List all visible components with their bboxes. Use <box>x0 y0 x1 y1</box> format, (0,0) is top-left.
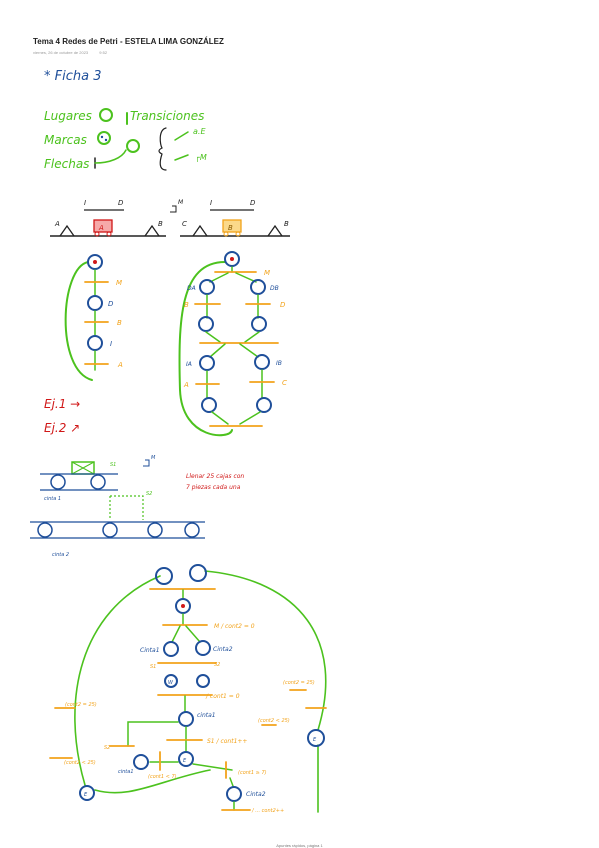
track-1: A B I D A <box>50 199 166 237</box>
svg-text:W: W <box>168 680 174 686</box>
svg-text:(cont2 = 25): (cont2 = 25) <box>65 702 97 708</box>
svg-text:B: B <box>284 220 289 228</box>
svg-text:S2: S2 <box>214 662 220 668</box>
svg-text:C: C <box>282 379 287 387</box>
svg-text:cinta 2: cinta 2 <box>52 552 69 558</box>
svg-text:A: A <box>183 381 189 389</box>
svg-text:(cont2 < 25): (cont2 < 25) <box>258 718 290 724</box>
svg-text:DA: DA <box>187 285 196 292</box>
svg-text:M / cont2 = 0: M / cont2 = 0 <box>214 623 255 630</box>
svg-text:E: E <box>183 758 187 764</box>
legend: Lugares Transiciones Marcas Flechas a.E … <box>44 108 207 171</box>
svg-text:Cinta1: Cinta1 <box>140 647 160 654</box>
svg-text:S2: S2 <box>146 491 152 497</box>
svg-text:M: M <box>178 199 184 206</box>
page-title: Tema 4 Redes de Petri - ESTELA LIMA GONZ… <box>33 37 224 46</box>
svg-text:A: A <box>54 220 60 228</box>
conveyor-diagram: S1 M cinta 1 S2 cinta 2 <box>30 455 205 558</box>
svg-text:D: D <box>118 199 124 207</box>
petri-net-3: M / cont2 = 0 Cinta1 Cinta2 S1 S2 W / co… <box>49 564 327 814</box>
svg-text:IB: IB <box>276 360 282 367</box>
svg-text:A: A <box>98 224 104 232</box>
marked-place-icon <box>97 131 111 145</box>
svg-text:cinta 1: cinta 1 <box>44 496 61 502</box>
svg-text:D: D <box>108 300 114 308</box>
page-meta: viernes, 26 de octubre de 2023 9:52 <box>33 50 117 55</box>
cart-b <box>222 219 242 233</box>
svg-text:DB: DB <box>270 285 279 292</box>
svg-text:B: B <box>184 301 189 309</box>
ej2-label: Ej.2 ↗ <box>44 421 80 435</box>
svg-text:B: B <box>117 319 122 327</box>
svg-text:B: B <box>158 220 163 228</box>
notes-heading: * Ficha 3 <box>44 69 101 84</box>
svg-text:(cont1 < 7): (cont1 < 7) <box>148 774 177 780</box>
legend-lugares: Lugares <box>44 109 92 123</box>
svg-text:S1: S1 <box>110 462 116 468</box>
svg-text:(cont2 = 25): (cont2 = 25) <box>283 680 315 686</box>
page-footer: Apuntes rápidos, página 1 <box>276 843 323 848</box>
svg-text:cinta1: cinta1 <box>197 712 216 719</box>
brace-icon <box>158 127 167 171</box>
svg-text:S1 / cont1++: S1 / cont1++ <box>207 738 247 745</box>
ej1-label: Ej.1 → <box>44 397 80 411</box>
meta-date: viernes, 26 de octubre de 2023 <box>33 50 89 55</box>
arrow-icon <box>94 149 127 164</box>
svg-text:/ ... cont2++: / ... cont2++ <box>251 808 284 814</box>
legend-transiciones: Transiciones <box>130 109 204 123</box>
track-2: C B M I D B <box>170 199 290 237</box>
svg-text:D: D <box>250 199 256 207</box>
svg-text:/ cont1 = 0: / cont1 = 0 <box>205 693 240 700</box>
svg-text:B: B <box>228 224 233 232</box>
svg-text:a.E: a.E <box>193 127 206 136</box>
meta-time: 9:52 <box>99 50 108 55</box>
svg-text:D: D <box>280 301 286 309</box>
svg-text:I: I <box>110 340 112 348</box>
svg-text:Cinta2: Cinta2 <box>246 791 266 798</box>
svg-text:(cont1 ≥ 7): (cont1 ≥ 7) <box>238 770 267 776</box>
svg-text:I: I <box>210 199 212 207</box>
legend-marcas: Marcas <box>44 133 87 147</box>
svg-text:S1: S1 <box>150 664 156 670</box>
svg-text:Cinta2: Cinta2 <box>213 646 233 653</box>
svg-text:┌M: ┌M <box>195 153 207 163</box>
task-line-2: 7 piezas cada una <box>186 484 241 491</box>
svg-text:M: M <box>264 269 270 277</box>
svg-text:M: M <box>151 455 156 461</box>
svg-text:E: E <box>313 737 317 743</box>
svg-text:S2: S2 <box>104 745 110 751</box>
petri-net-1: M D B I A <box>64 254 123 381</box>
task-line-1: Llenar 25 cajas con <box>186 473 244 480</box>
svg-text:IA: IA <box>186 361 192 368</box>
svg-text:A: A <box>117 361 123 369</box>
petri-net-2: M DA DB B D IA IB A C <box>178 251 287 437</box>
place-icon <box>99 108 113 122</box>
svg-text:cinta1: cinta1 <box>118 769 134 775</box>
svg-text:I: I <box>84 199 86 207</box>
svg-text:E: E <box>84 792 88 798</box>
svg-text:M: M <box>116 279 122 287</box>
cart-a <box>93 219 113 233</box>
svg-text:C: C <box>182 220 187 228</box>
svg-text:(cont2 < 25): (cont2 < 25) <box>64 760 96 766</box>
legend-flechas: Flechas <box>44 157 89 171</box>
